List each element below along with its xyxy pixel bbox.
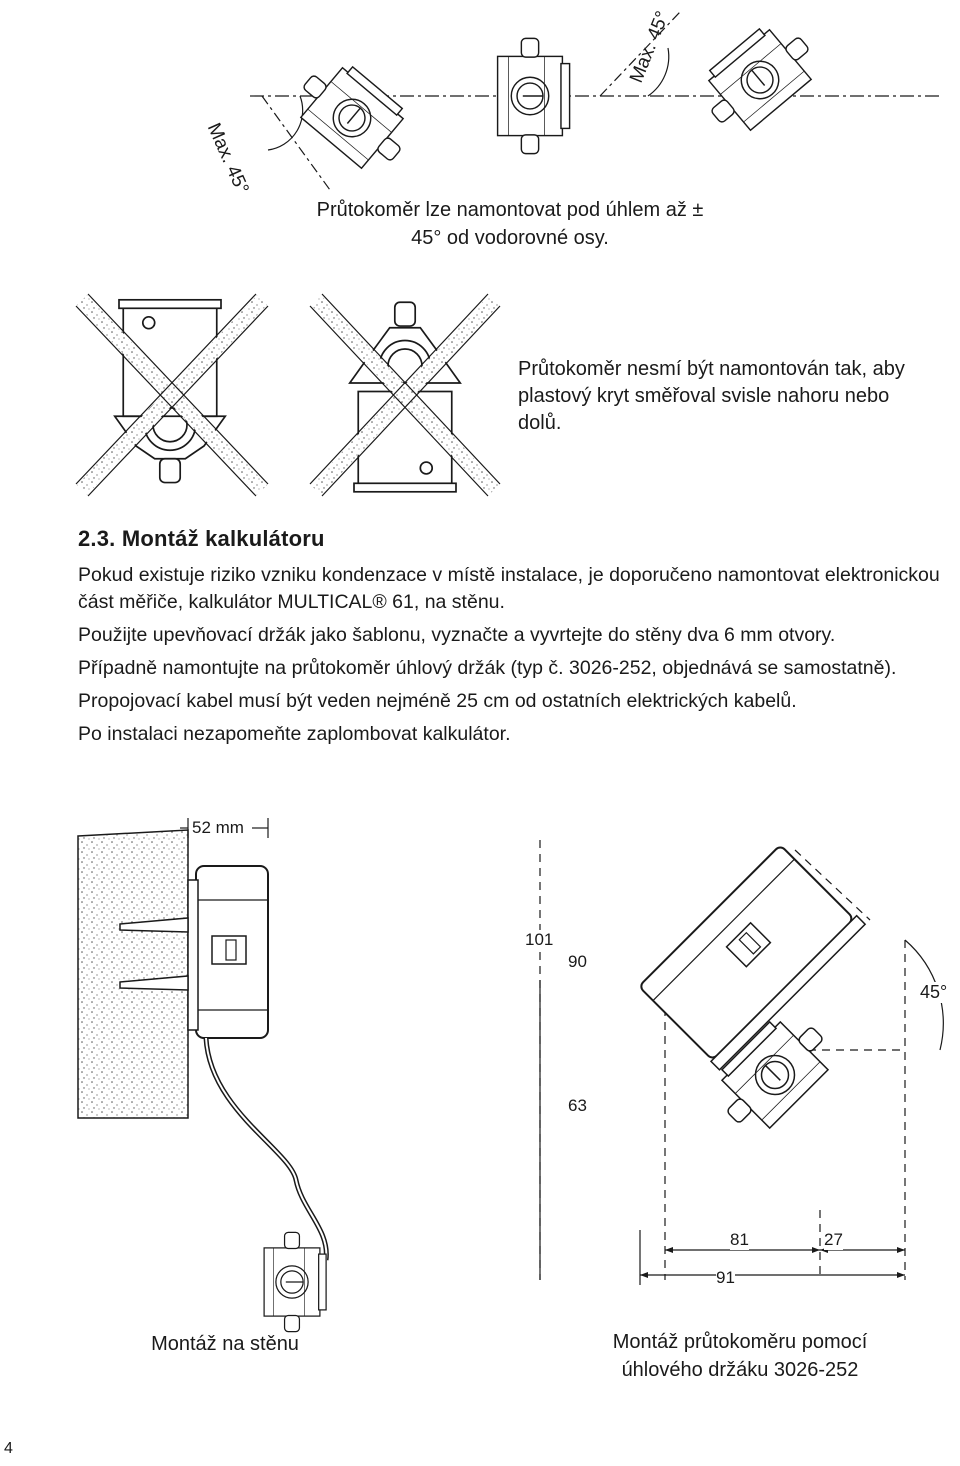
angle-mounting-figure [250, 11, 940, 191]
caption-wrong-orientation: Průtokoměr nesmí být namontován tak, aby… [518, 356, 958, 437]
dimension-52mm: 52 mm [190, 818, 246, 838]
dimension-91: 91 [716, 1268, 735, 1288]
section-heading: 2.3. Montáž kalkulátoru [78, 526, 325, 552]
caption-wrong-line-1: Průtokoměr nesmí být namontován tak, aby [518, 358, 905, 380]
cross-out-mark-right [309, 293, 501, 497]
paragraph: Použijte upevňovací držák jako šablonu, … [78, 624, 836, 646]
caption-bracket-mount: Montáž průtokoměru pomocí úhlového držák… [560, 1328, 920, 1384]
bracket-mount-figure [539, 840, 944, 1285]
caption-wall-mount: Montáž na stěnu [151, 1333, 299, 1355]
dimension-81: 81 [730, 1230, 749, 1250]
dimension-27: 27 [824, 1230, 843, 1250]
section-title: Montáž kalkulátoru [121, 526, 325, 551]
caption-bracket-line-1: Montáž průtokoměru pomocí [612, 1331, 868, 1353]
paragraph: Případně namontujte na průtokoměr úhlový… [78, 657, 897, 679]
dimension-63: 63 [568, 1096, 587, 1116]
dimension-90: 90 [568, 952, 587, 972]
cross-out-mark-left [75, 293, 269, 497]
paragraph: Po instalaci nezapomeňte zaplombovat kal… [78, 723, 511, 745]
section-body: Pokud existuje riziko vzniku kondenzace … [78, 562, 958, 748]
wall-mount-figure [77, 818, 329, 1333]
paragraph: Pokud existuje riziko vzniku kondenzace … [78, 564, 940, 613]
page-number: 4 [4, 1440, 13, 1457]
paragraph: Propojovací kabel musí být veden nejméně… [78, 690, 797, 712]
caption-angle: Průtokoměr lze namontovat pod úhlem až ±… [316, 199, 704, 249]
caption-bracket-line-2: úhlového držáku 3026-252 [621, 1359, 859, 1381]
caption-wrong-line-3: dolů. [518, 412, 562, 434]
caption-wrong-line-2: plastový kryt směřoval svisle nahoru neb… [518, 385, 890, 407]
angle-45-label: 45° [920, 982, 948, 1003]
section-number: 2.3. [78, 526, 116, 551]
dimension-101: 101 [525, 930, 554, 950]
wrong-orientation-figure [75, 293, 501, 497]
